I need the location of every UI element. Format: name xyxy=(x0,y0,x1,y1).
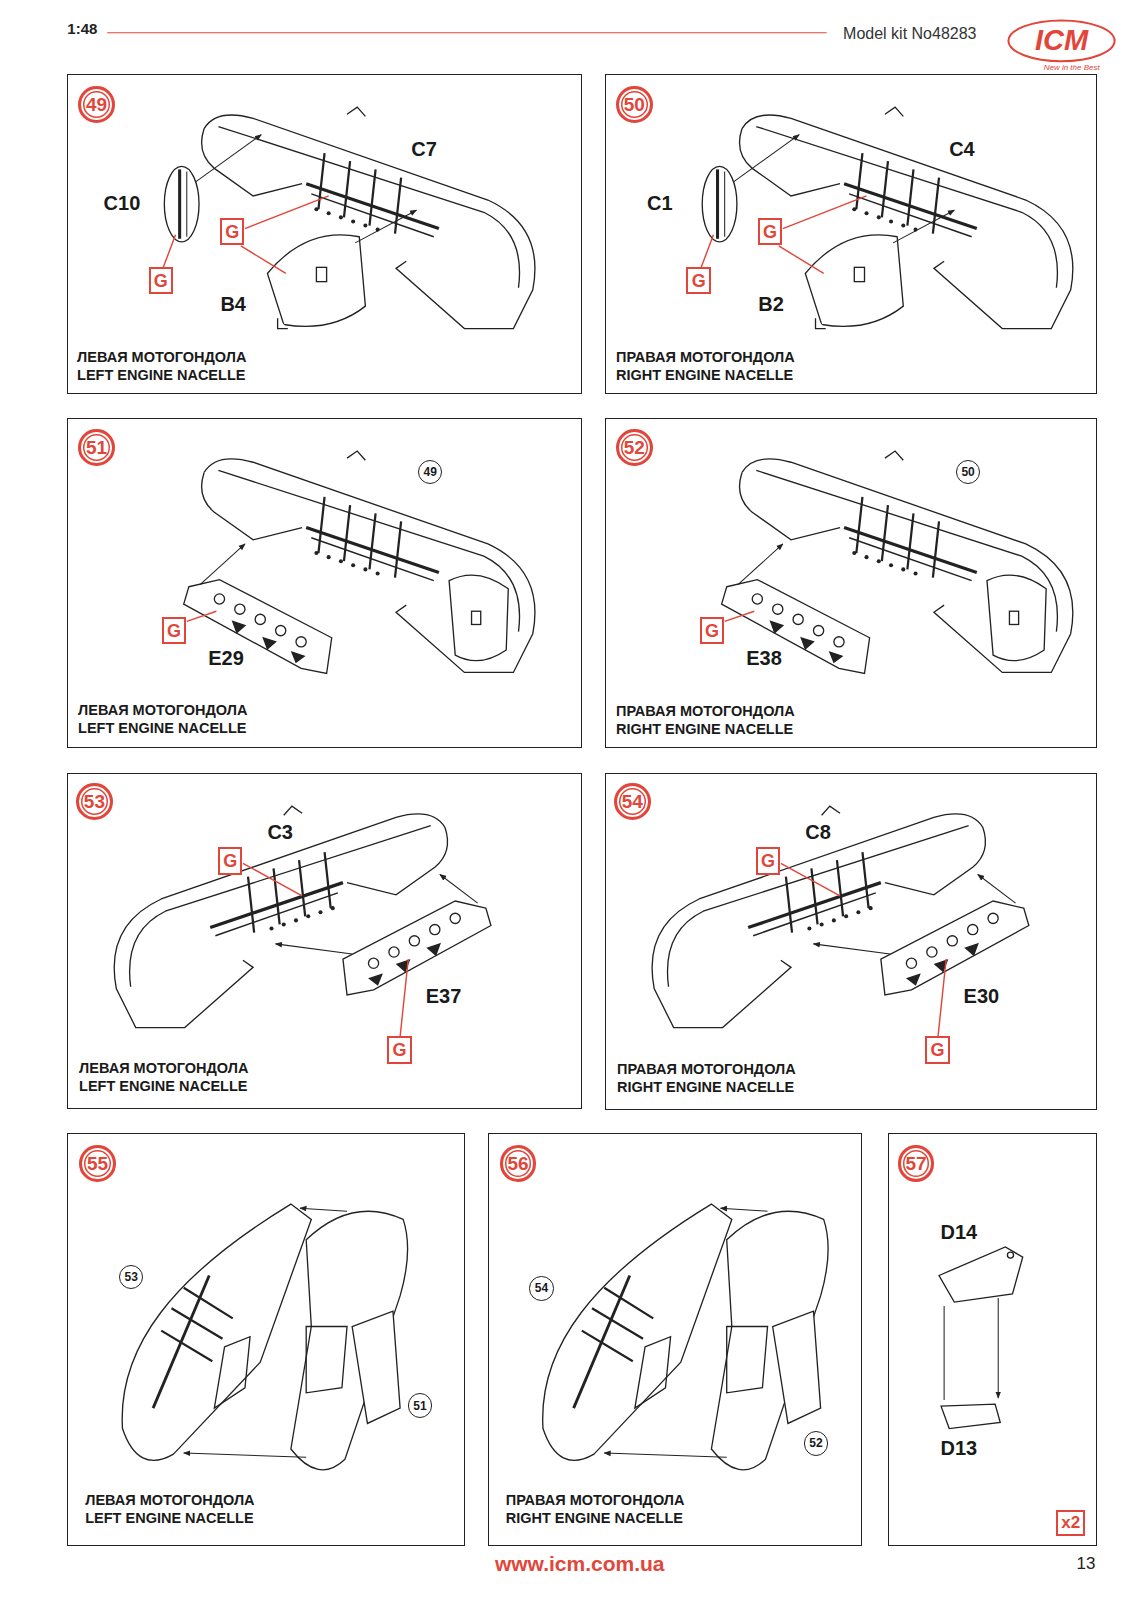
step-reference-circle: 53 xyxy=(119,1265,143,1289)
step-panel: C3E37ЛЕВАЯ МОТОГОНДОЛА LEFT ENGINE NACELL… xyxy=(67,773,581,1109)
glue-mark: G xyxy=(763,223,777,241)
step-number-circle: 49 xyxy=(78,86,115,123)
caption-text: LEFT ENGINE NACELLE xyxy=(78,721,246,737)
step-reference-number: 51 xyxy=(413,1400,426,1412)
step-reference-circle: 50 xyxy=(956,460,980,484)
part-number: E29 xyxy=(208,647,244,669)
part-number: C3 xyxy=(267,821,293,843)
step-number: 52 xyxy=(624,438,645,457)
step-reference-number: 49 xyxy=(424,466,437,478)
step-panel: C8E30ПРАВАЯ МОТОГОНДОЛА RIGHT ENGINE NACE… xyxy=(605,773,1097,1110)
part-number: E30 xyxy=(964,985,1000,1007)
glue-box: G xyxy=(686,267,710,295)
website: www.icm.com.ua xyxy=(495,1553,665,1576)
glue-mark: G xyxy=(154,272,168,290)
caption-text: ЛЕВАЯ МОТОГОНДОЛА xyxy=(77,350,246,366)
glue-mark: G xyxy=(705,622,719,640)
part-number: D14 xyxy=(941,1221,978,1243)
caption-text: LEFT ENGINE NACELLE xyxy=(85,1511,253,1527)
caption-text: ЛЕВАЯ МОТОГОНДОЛА xyxy=(79,1061,248,1077)
glue-box: G xyxy=(758,218,782,246)
part-number: C4 xyxy=(949,138,975,160)
part-number: C7 xyxy=(411,138,437,160)
step-number-circle: 55 xyxy=(79,1145,116,1182)
part-number: B4 xyxy=(220,293,246,315)
step-number-circle: 57 xyxy=(898,1145,935,1182)
caption-text: ЛЕВАЯ МОТОГОНДОЛА xyxy=(78,703,247,719)
step-reference-circle: 51 xyxy=(408,1393,432,1417)
step-panel: E38ПРАВАЯ МОТОГОНДОЛА RIGHT ENGINE NACELL… xyxy=(605,418,1097,748)
step-number-circle: 51 xyxy=(78,429,115,466)
step-number: 50 xyxy=(624,95,645,114)
quantity-box: x2 xyxy=(1056,1510,1086,1537)
glue-box: G xyxy=(387,1036,411,1064)
scale-label: 1:48 xyxy=(67,20,97,37)
step-reference-number: 54 xyxy=(535,1282,548,1294)
step-number-circle: 52 xyxy=(616,429,653,466)
step-reference-circle: 52 xyxy=(804,1431,828,1455)
glue-mark: G xyxy=(223,852,237,870)
step-number-circle: 53 xyxy=(76,783,113,820)
step-panel: D14D13 57 x2 xyxy=(888,1133,1097,1546)
glue-mark: G xyxy=(167,622,181,640)
step-reference-number: 53 xyxy=(124,1271,137,1283)
glue-mark: G xyxy=(393,1041,407,1059)
glue-box: G xyxy=(925,1036,949,1064)
step-reference-number: 50 xyxy=(961,466,974,478)
glue-box: G xyxy=(220,218,244,246)
glue-box: G xyxy=(756,847,780,875)
part-number: C8 xyxy=(805,821,831,843)
step-reference-circle: 54 xyxy=(529,1276,553,1300)
glue-box: G xyxy=(218,847,242,875)
step-panel: C7C10B4ЛЕВАЯ МОТОГОНДОЛА LEFT ENGINE NACE… xyxy=(67,74,581,393)
caption-text: ПРАВАЯ МОТОГОНДОЛА xyxy=(616,350,795,366)
brand-slogan: New in the Best xyxy=(1044,64,1100,73)
step-number: 49 xyxy=(86,95,107,114)
glue-mark: G xyxy=(930,1041,944,1059)
caption-text: RIGHT ENGINE NACELLE xyxy=(616,722,793,738)
caption-text: LEFT ENGINE NACELLE xyxy=(79,1079,247,1095)
brand-logo: ICM xyxy=(1035,25,1088,57)
caption-text: LEFT ENGINE NACELLE xyxy=(77,368,245,384)
part-number: C1 xyxy=(647,192,673,214)
step-panel: ПРАВАЯ МОТОГОНДОЛА RIGHT ENGINE NACELLE 56… xyxy=(488,1133,863,1546)
glue-mark: G xyxy=(761,852,775,870)
page-number: 13 xyxy=(1077,1555,1096,1574)
caption-text: RIGHT ENGINE NACELLE xyxy=(506,1511,683,1527)
part-number: B2 xyxy=(758,293,784,315)
step-number-circle: 54 xyxy=(614,783,651,820)
step-reference-circle: 49 xyxy=(418,460,442,484)
step-panel: E29ЛЕВАЯ МОТОГОНДОЛА LEFT ENGINE NACELLE 5… xyxy=(67,418,581,748)
step-number: 57 xyxy=(905,1154,926,1173)
caption-text: ПРАВАЯ МОТОГОНДОЛА xyxy=(506,1493,685,1509)
part-number: E37 xyxy=(426,985,462,1007)
step-number-circle: 50 xyxy=(616,86,653,123)
step-number: 54 xyxy=(622,792,643,811)
glue-box: G xyxy=(162,617,186,645)
glue-mark: G xyxy=(692,272,706,290)
step-panel: ЛЕВАЯ МОТОГОНДОЛА LEFT ENGINE NACELLE 55 53… xyxy=(67,1133,465,1546)
caption-text: ПРАВАЯ МОТОГОНДОЛА xyxy=(616,704,795,720)
caption-text: ПРАВАЯ МОТОГОНДОЛА xyxy=(617,1062,796,1078)
caption-text: RIGHT ENGINE NACELLE xyxy=(617,1080,794,1096)
step-number: 53 xyxy=(84,792,105,811)
glue-box: G xyxy=(700,617,724,645)
step-number-circle: 56 xyxy=(500,1145,537,1182)
step-number: 55 xyxy=(87,1154,108,1173)
step-number: 56 xyxy=(507,1154,528,1173)
quantity-mark: x2 xyxy=(1061,1514,1080,1531)
step-number: 51 xyxy=(86,438,107,457)
caption-text: ЛЕВАЯ МОТОГОНДОЛА xyxy=(85,1493,254,1509)
part-number: E38 xyxy=(746,647,782,669)
caption-text: RIGHT ENGINE NACELLE xyxy=(616,368,793,384)
step-panel: C4C1B2ПРАВАЯ МОТОГОНДОЛА RIGHT ENGINE NAC… xyxy=(605,74,1097,393)
glue-box: G xyxy=(149,267,173,295)
part-number: D13 xyxy=(941,1437,978,1459)
part-number: C10 xyxy=(104,192,141,214)
step-reference-number: 52 xyxy=(809,1437,822,1449)
kit-number: Model kit No48283 xyxy=(843,25,976,43)
glue-mark: G xyxy=(225,223,239,241)
